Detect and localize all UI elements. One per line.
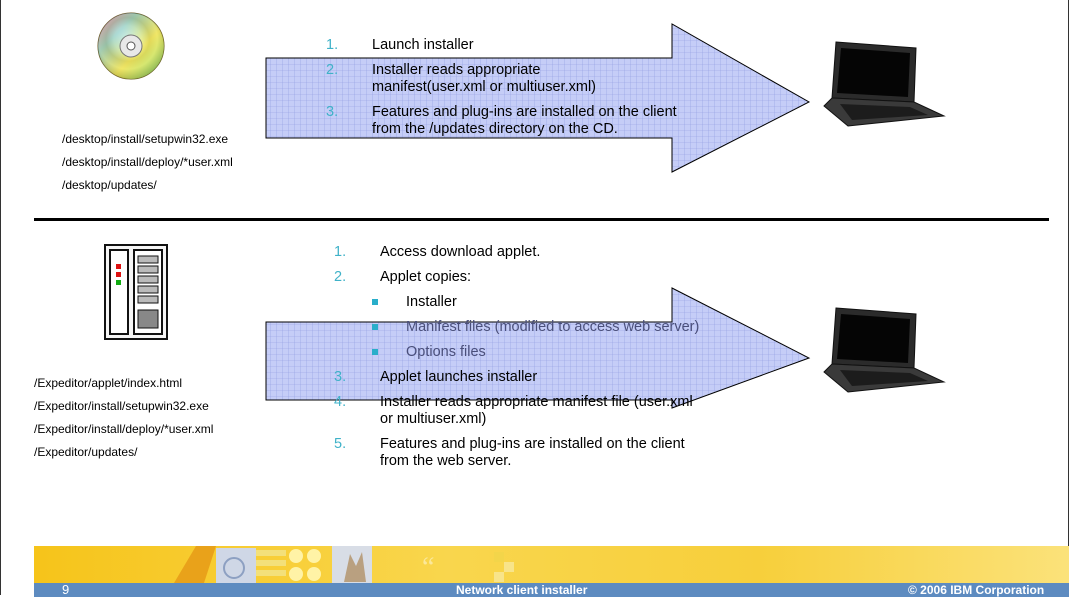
path-item: /Expeditor/install/deploy/*user.xml <box>34 422 214 436</box>
sub-item: Installer <box>334 294 754 311</box>
step-number: 3. <box>334 369 347 385</box>
copyright: © 2006 IBM Corporation <box>908 583 1045 597</box>
top-steps: 1. Launch installer 2. Installer reads a… <box>326 37 716 146</box>
step-item: 3. Applet launches installer <box>334 369 754 386</box>
step-number: 5. <box>334 436 347 452</box>
bottom-steps: 1. Access download applet. 2. Applet cop… <box>334 244 754 478</box>
top-arrow <box>265 23 811 173</box>
svg-text:“: “ <box>422 552 434 583</box>
step-text: Applet copies: <box>380 269 472 285</box>
sub-item: Options files <box>334 344 754 361</box>
bullet-icon <box>372 299 378 305</box>
path-item: /Expeditor/updates/ <box>34 445 138 459</box>
step-text: Access download applet. <box>380 244 541 260</box>
path-item: /Expeditor/applet/index.html <box>34 376 183 390</box>
footer-bar <box>34 583 1069 597</box>
laptop-icon <box>823 307 946 393</box>
step-number: 1. <box>326 37 339 53</box>
path-item: /desktop/updates/ <box>62 178 157 192</box>
step-item: 5. Features and plug-ins are installed o… <box>334 436 754 470</box>
step-text: Installer reads appropriate manifest fil… <box>380 394 693 427</box>
cd-icon <box>97 12 165 80</box>
step-item: 3. Features and plug-ins are installed o… <box>326 104 716 138</box>
sub-item: Manifest files (modified to access web s… <box>334 319 754 336</box>
sub-text: Manifest files (modified to access web s… <box>406 319 700 335</box>
step-item: 2. Applet copies: <box>334 269 754 286</box>
footer-decor-band: “ <box>34 546 1069 583</box>
path-item: /desktop/install/deploy/*user.xml <box>62 155 233 169</box>
step-text: Installer reads appropriate manifest(use… <box>372 62 596 95</box>
path-item: /Expeditor/install/setupwin32.exe <box>34 399 209 413</box>
server-icon <box>104 244 168 340</box>
bottom-path-list: /Expeditor/applet/index.html /Expeditor/… <box>34 372 213 464</box>
step-number: 1. <box>334 244 347 260</box>
bullet-icon <box>372 349 378 355</box>
top-path-list: /desktop/install/setupwin32.exe /desktop… <box>62 128 233 197</box>
step-text: Applet launches installer <box>380 369 538 385</box>
step-item: 1. Launch installer <box>326 37 716 54</box>
bottom-arrow <box>265 287 811 409</box>
step-number: 2. <box>326 62 339 78</box>
step-item: 4. Installer reads appropriate manifest … <box>334 394 754 428</box>
step-item: 1. Access download applet. <box>334 244 754 261</box>
footer-title: Network client installer <box>456 583 588 597</box>
sub-text: Options files <box>406 344 486 360</box>
step-text: Features and plug-ins are installed on t… <box>380 436 685 469</box>
section-divider <box>34 218 1049 221</box>
step-number: 2. <box>334 269 347 285</box>
page-number: 9 <box>62 582 70 597</box>
step-number: 4. <box>334 394 347 410</box>
path-item: /desktop/install/setupwin32.exe <box>62 132 229 146</box>
step-item: 2. Installer reads appropriate manifest(… <box>326 62 716 96</box>
step-text: Features and plug-ins are installed on t… <box>372 104 677 137</box>
step-number: 3. <box>326 104 339 120</box>
sub-text: Installer <box>406 294 457 310</box>
footer-decor-image: “ <box>174 546 514 583</box>
laptop-icon <box>823 41 946 127</box>
step-text: Launch installer <box>372 37 474 53</box>
bullet-icon <box>372 324 378 330</box>
